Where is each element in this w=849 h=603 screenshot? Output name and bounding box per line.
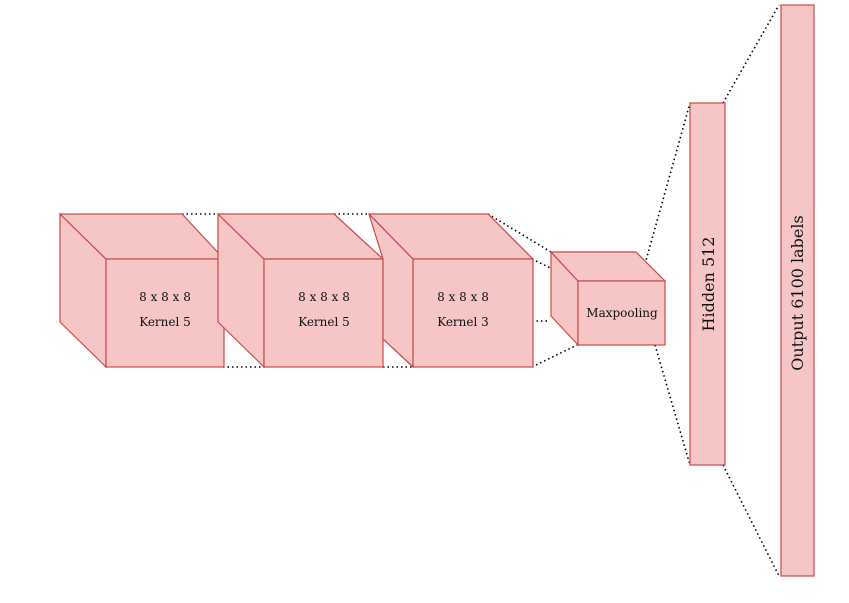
output-layer-label: Output 6100 labels — [788, 215, 807, 370]
conv-layer-shape: 8 x 8 x 8 — [139, 290, 191, 304]
hidden-layer: Hidden 512 — [689, 102, 726, 466]
connector — [531, 344, 578, 368]
conv-layer-kernel: Kernel 5 — [139, 315, 191, 329]
maxpooling-label: Maxpooling — [586, 306, 658, 320]
connector — [644, 102, 691, 265]
cube-front-face — [412, 258, 534, 368]
output-layer-bar — [780, 4, 815, 577]
connector — [654, 344, 691, 466]
conv-layer-kernel: Kernel 3 — [437, 315, 489, 329]
cube-front-face — [577, 280, 666, 346]
hidden-layer-bar — [689, 102, 726, 466]
connector — [722, 4, 780, 104]
conv-layer-1: 8 x 8 x 8 Kernel 5 — [58, 212, 226, 369]
cube-front-face — [263, 258, 384, 368]
connector — [722, 464, 780, 577]
connector — [487, 213, 552, 253]
hidden-layer-label: Hidden 512 — [699, 237, 718, 332]
conv-layer-3: 8 x 8 x 8 Kernel 3 — [367, 213, 535, 369]
conv-layer-2: 8 x 8 x 8 Kernel 5 — [216, 212, 385, 369]
conv-layer-kernel: Kernel 5 — [298, 315, 350, 329]
maxpooling-layer: Maxpooling — [549, 250, 667, 347]
conv-layer-shape: 8 x 8 x 8 — [437, 290, 489, 304]
cube-front-face — [105, 258, 225, 368]
conv-layer-shape: 8 x 8 x 8 — [298, 290, 350, 304]
output-layer: Output 6100 labels — [780, 4, 815, 577]
